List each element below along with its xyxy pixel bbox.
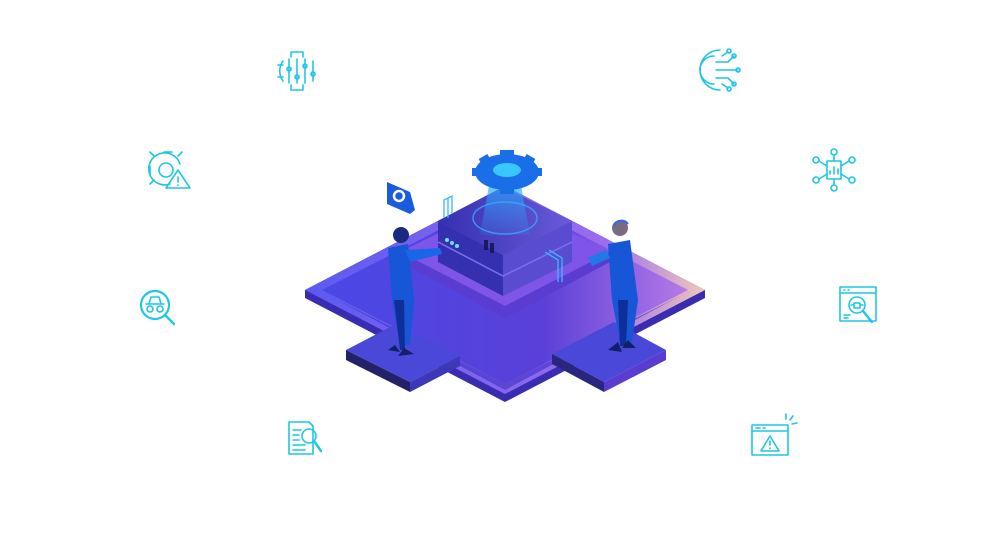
gear-icon xyxy=(472,150,542,194)
status-light xyxy=(455,244,459,248)
engineer-left xyxy=(388,227,442,356)
gear-warning-icon xyxy=(147,151,191,189)
gear-hologram xyxy=(472,150,542,235)
status-light xyxy=(445,238,449,242)
browser-bug-search-icon xyxy=(839,286,877,324)
network-document-icon xyxy=(812,148,856,192)
document-search-icon xyxy=(288,421,323,455)
tablet xyxy=(588,250,610,266)
settings-speech-bubble xyxy=(387,182,415,214)
gear-circuit-brain-icon xyxy=(699,48,741,92)
status-light xyxy=(450,241,454,245)
engineer-right xyxy=(588,219,638,352)
spy-search-icon xyxy=(139,289,176,326)
browser-warning-icon xyxy=(751,413,798,456)
gear-sliders-icon xyxy=(277,51,316,91)
data-lines xyxy=(443,194,563,282)
right-walk-plate xyxy=(552,322,666,392)
